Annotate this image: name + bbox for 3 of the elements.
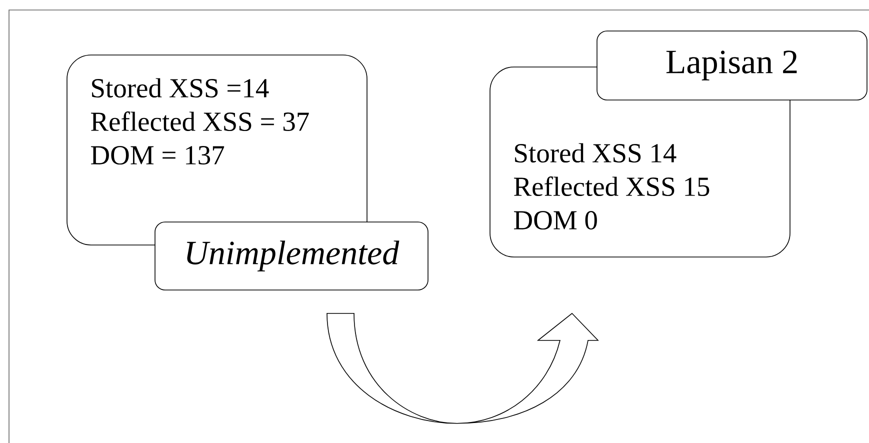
curved-block-arrow (326, 312, 598, 424)
label-box: Unimplemented (154, 222, 428, 290)
label-box: Lapisan 2 (596, 30, 868, 100)
